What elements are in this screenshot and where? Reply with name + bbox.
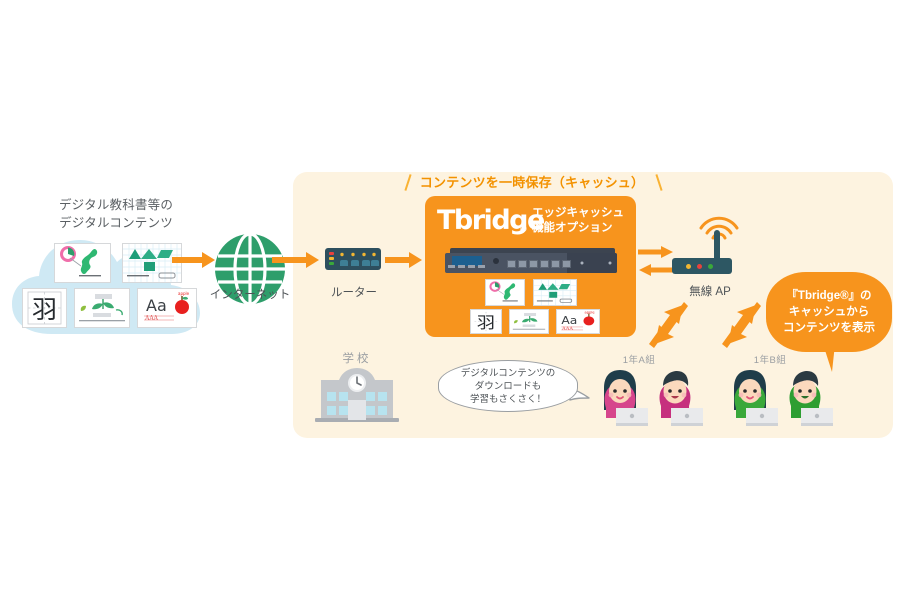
- router-led-green: [329, 262, 334, 265]
- tbridge-feature-label: エッジキャッシュ 機能オプション: [532, 207, 624, 234]
- arrow-internet-to-router: [272, 252, 319, 268]
- svg-text:apple: apple: [585, 311, 595, 315]
- router-device: [325, 248, 381, 270]
- tbridge-logo: Tbridge: [437, 205, 545, 236]
- router-led-amber: [329, 257, 334, 260]
- svg-text:AAA: AAA: [144, 315, 159, 322]
- kanji-thumbnail: 羽: [470, 309, 502, 334]
- arrow-ap-to-tbridge: [639, 264, 674, 276]
- school-label: 学校: [342, 353, 372, 365]
- english-thumbnail: Aa apple AAA: [556, 309, 600, 334]
- ap-base: [672, 258, 732, 274]
- svg-text:Aa: Aa: [146, 296, 167, 315]
- appliance-right-panel: [567, 253, 617, 273]
- appliance-port: [518, 260, 527, 268]
- wireless-access-point: [672, 216, 746, 278]
- tbridge-caption: コンテンツを一時保存（キャッシュ）: [419, 175, 645, 190]
- cached-thumbnail-group: 羽 Aa apple: [470, 279, 600, 334]
- svg-text:Aa: Aa: [561, 314, 577, 327]
- appliance-port: [540, 260, 549, 268]
- arrow-router-to-tbridge: [385, 252, 422, 268]
- arrow-ap-to-class-a: [649, 302, 688, 348]
- arrow-tbridge-to-ap: [638, 246, 673, 258]
- arrow-ap-to-class-b: [722, 302, 761, 348]
- edge-cache-appliance-icon: [445, 248, 617, 275]
- router-port: [351, 260, 359, 266]
- map-chart-thumbnail: [54, 243, 111, 283]
- access-point-label: 無線 AP: [689, 286, 731, 298]
- appliance-screws: [580, 261, 612, 265]
- router-port: [340, 260, 348, 266]
- appliance-port: [507, 260, 516, 268]
- student-boy-icon: [789, 371, 833, 426]
- router-label: ルーター: [331, 287, 377, 299]
- router-led-red: [329, 252, 334, 255]
- router-led-row: [340, 252, 376, 257]
- tbridge-cache-balloon: 『Tbridge®』の キャッシュから コンテンツを表示: [766, 272, 892, 352]
- svg-text:羽: 羽: [32, 295, 57, 324]
- student-comment-balloon: デジタルコンテンツの ダウンロードも 学習もさくさく！: [438, 360, 578, 412]
- school-building: [311, 366, 403, 424]
- english-thumbnail: Aa apple AAA: [137, 288, 197, 328]
- arrow-cloud-to-internet: [172, 252, 215, 268]
- appliance-port: [529, 260, 538, 268]
- tbridge-registered-mark: ®: [520, 224, 527, 234]
- class-label-b: 1年B組: [753, 355, 787, 366]
- geometry-thumbnail: [533, 279, 577, 306]
- student-girl-class-a: [592, 366, 648, 428]
- ap-antenna: [714, 230, 720, 262]
- appliance-fan-icon: [493, 258, 499, 264]
- student-girl-icon: [734, 370, 778, 426]
- svg-text:AAA: AAA: [561, 326, 574, 331]
- school-building-icon: [315, 368, 399, 422]
- globe-icon: [215, 232, 285, 306]
- svg-text:羽: 羽: [477, 314, 495, 333]
- plant-thumbnail: [74, 288, 130, 328]
- appliance-buttons: [448, 265, 485, 268]
- internet-label: インターネット: [209, 289, 291, 301]
- kanji-thumbnail: 羽: [22, 288, 67, 328]
- student-girl-icon: [604, 370, 648, 426]
- ap-led-red: [697, 264, 702, 269]
- appliance-top-panel: [450, 248, 615, 254]
- map-chart-thumbnail: [485, 279, 525, 306]
- router-port: [362, 260, 370, 266]
- appliance-port: [562, 260, 571, 268]
- router-port: [371, 260, 379, 266]
- class-label-a: 1年A組: [622, 355, 656, 366]
- student-boy-class-b: [777, 366, 833, 428]
- internet-globe: [213, 232, 287, 306]
- svg-text:apple: apple: [178, 291, 190, 296]
- appliance-port: [551, 260, 560, 268]
- tbridge-edge-cache-card: Tbridge ® エッジキャッシュ 機能オプション: [425, 196, 636, 337]
- geometry-thumbnail: [122, 243, 182, 283]
- appliance-lcd-screen: [452, 256, 482, 266]
- digital-content-cloud: デジタル教科書等の デジタルコンテンツ: [8, 196, 213, 346]
- plant-thumbnail: [509, 309, 549, 334]
- tbridge-cache-balloon-text: 『Tbridge®』の キャッシュから コンテンツを表示: [783, 290, 875, 334]
- ap-led-green: [708, 264, 713, 269]
- student-comment-text: デジタルコンテンツの ダウンロードも 学習もさくさく！: [460, 367, 556, 405]
- wifi-signal-icon: [699, 216, 739, 240]
- student-boy-icon: [659, 371, 703, 426]
- student-boy-class-a: [647, 366, 703, 428]
- student-girl-class-b: [722, 366, 778, 428]
- ap-led-amber: [686, 264, 691, 269]
- cloud-label: デジタル教科書等の デジタルコンテンツ: [58, 198, 174, 230]
